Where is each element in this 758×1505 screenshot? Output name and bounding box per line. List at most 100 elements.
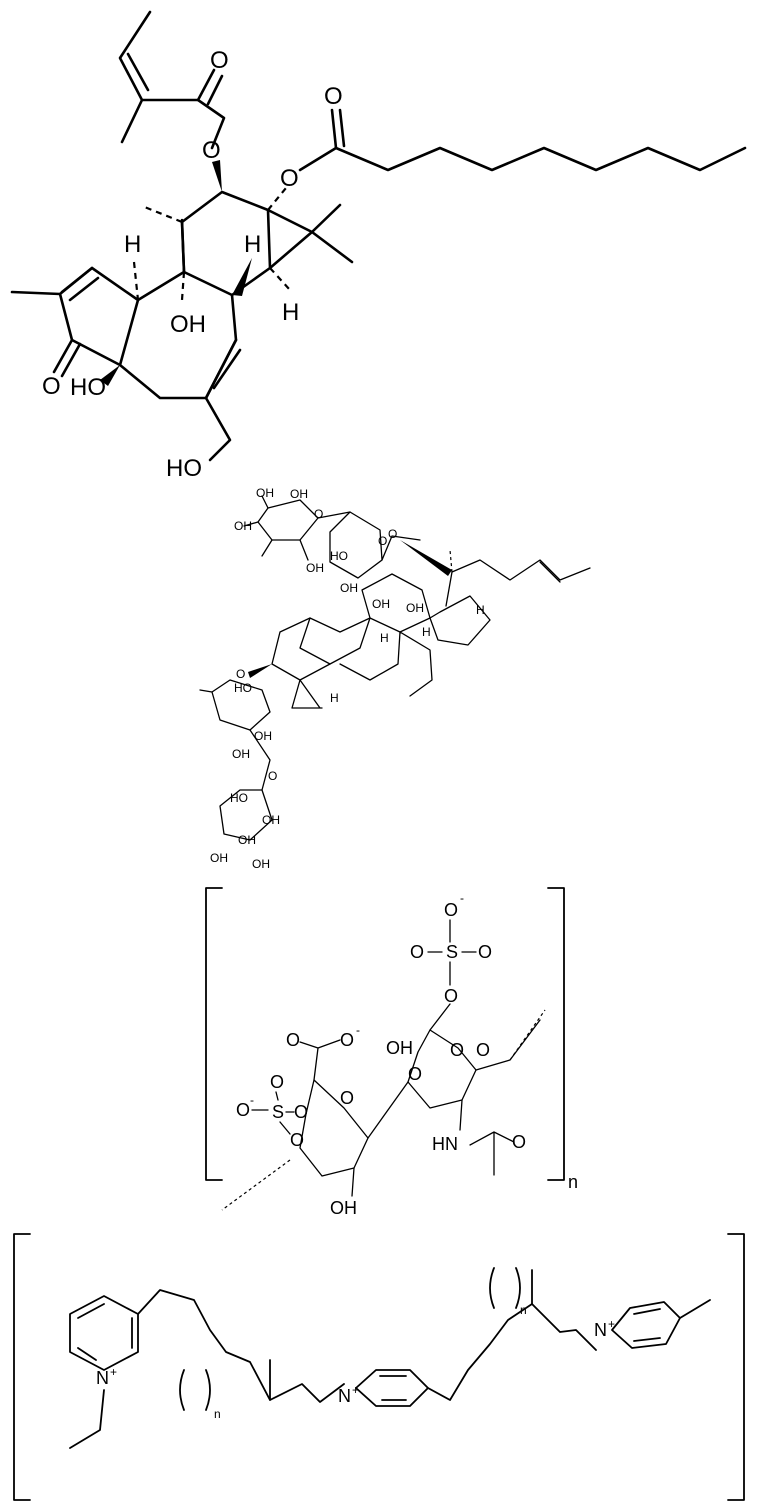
hashed-oh xyxy=(180,271,186,301)
o-label: O xyxy=(444,986,458,1006)
oh-label: OH xyxy=(340,581,358,595)
s-label: S xyxy=(446,942,458,962)
charge-label: + xyxy=(608,1317,615,1331)
h-label: H xyxy=(244,231,261,258)
right-bracket xyxy=(547,887,565,1181)
ho-label: HO xyxy=(230,791,248,805)
h-label: H xyxy=(282,299,299,326)
atom-label: O xyxy=(42,373,61,400)
cyclopropane xyxy=(266,208,314,270)
oh-label: OH xyxy=(252,857,270,871)
alkyl-chain xyxy=(137,1289,345,1403)
acetyl-bonds xyxy=(469,1131,515,1176)
o-label: O xyxy=(270,1072,284,1092)
o-label: O xyxy=(294,1102,308,1122)
bond xyxy=(199,689,213,693)
o-label: O xyxy=(388,527,397,541)
oh-label: OH xyxy=(372,597,390,611)
alkyl-chain xyxy=(298,146,747,172)
alkyl-chain xyxy=(427,1303,597,1401)
repeat-subscript: n xyxy=(214,1407,221,1421)
o-label: O xyxy=(340,1030,354,1050)
polymer-link xyxy=(509,1009,546,1061)
bond xyxy=(120,98,144,144)
charge-label: + xyxy=(352,1383,359,1397)
glycosidic-bond xyxy=(317,511,351,519)
hydroxymethyl xyxy=(204,396,232,462)
repeat-parens xyxy=(489,1267,521,1309)
atom-label: O xyxy=(210,47,229,74)
oh-label: OH xyxy=(238,833,256,847)
bond xyxy=(459,1099,463,1131)
glycosidic-bond xyxy=(367,1081,409,1139)
wedge-bond xyxy=(100,365,120,386)
hashed-bond xyxy=(132,261,140,301)
n-label: N xyxy=(96,1368,109,1388)
ring-b xyxy=(299,617,371,665)
o-label: O xyxy=(512,1132,526,1152)
ring-bonds xyxy=(339,631,433,697)
ethyl-group xyxy=(69,1389,105,1449)
o-label: O xyxy=(408,1064,422,1084)
oh-label: OH xyxy=(210,851,228,865)
pyridine-ring xyxy=(69,1295,139,1371)
polymer-link xyxy=(221,1159,291,1211)
oh-label: OH xyxy=(234,519,252,533)
double-bond xyxy=(204,338,242,400)
oh-label: OH xyxy=(170,311,206,338)
o-label: O xyxy=(340,1088,354,1108)
side-chain xyxy=(451,559,591,581)
oh-label: OH xyxy=(256,486,274,500)
wedge-bond xyxy=(212,160,222,192)
n-label: N xyxy=(338,1386,351,1406)
hn-label: HN xyxy=(432,1134,458,1154)
wedge-bond xyxy=(248,664,272,678)
ring xyxy=(58,266,140,367)
charge-label: - xyxy=(460,891,464,905)
gem-dimethyl xyxy=(291,679,323,709)
h-label: H xyxy=(422,625,431,639)
repeat-parens xyxy=(179,1369,211,1411)
oh-label: OH xyxy=(262,813,280,827)
sugar-ring xyxy=(299,1079,369,1177)
bond xyxy=(126,52,150,92)
o-label: O xyxy=(450,1040,464,1060)
hashed-bond xyxy=(269,267,291,291)
h-label: H xyxy=(124,231,141,258)
phorbol-ester-structure: O O O O H H OH H O HO HO xyxy=(10,10,747,482)
o-label: O xyxy=(236,667,245,681)
bond xyxy=(118,10,226,150)
bond xyxy=(445,571,453,607)
ginsenoside-structure: OH OH OH OH O O O OH OH HO H OH H H H O xyxy=(199,486,591,871)
sugar-ring xyxy=(329,511,383,579)
charge-label: + xyxy=(110,1365,117,1379)
carbonyl xyxy=(52,338,82,378)
o-label: O xyxy=(314,507,323,521)
chondroitin-sulfate-structure: n O - O S O O O O OH O HN O O O O - OH O… xyxy=(205,887,578,1218)
wedge-bond xyxy=(232,258,252,296)
bond xyxy=(351,1167,355,1197)
oh-label: OH xyxy=(306,561,324,575)
sugar-ring xyxy=(407,1029,477,1109)
bond xyxy=(243,495,309,561)
aromatic-bonds xyxy=(379,1375,407,1401)
carboxylate xyxy=(299,1039,341,1081)
atom-label: O xyxy=(202,137,221,164)
wedge-bond xyxy=(400,540,452,576)
pyridine-ring xyxy=(611,1301,681,1349)
left-bracket xyxy=(13,1233,31,1501)
o-label: O xyxy=(444,900,458,920)
o-label: O xyxy=(290,1130,304,1150)
sulfate-bonds xyxy=(251,1091,295,1135)
methyl-bond xyxy=(310,203,354,264)
charge-label: - xyxy=(356,1023,360,1037)
bond xyxy=(196,68,224,106)
left-bracket xyxy=(205,887,223,1181)
ho-label: HO xyxy=(234,681,252,695)
o-label: O xyxy=(478,942,492,962)
o-label: O xyxy=(236,1100,250,1120)
oh-label: OH xyxy=(406,601,424,615)
methyl-bond xyxy=(10,290,62,296)
